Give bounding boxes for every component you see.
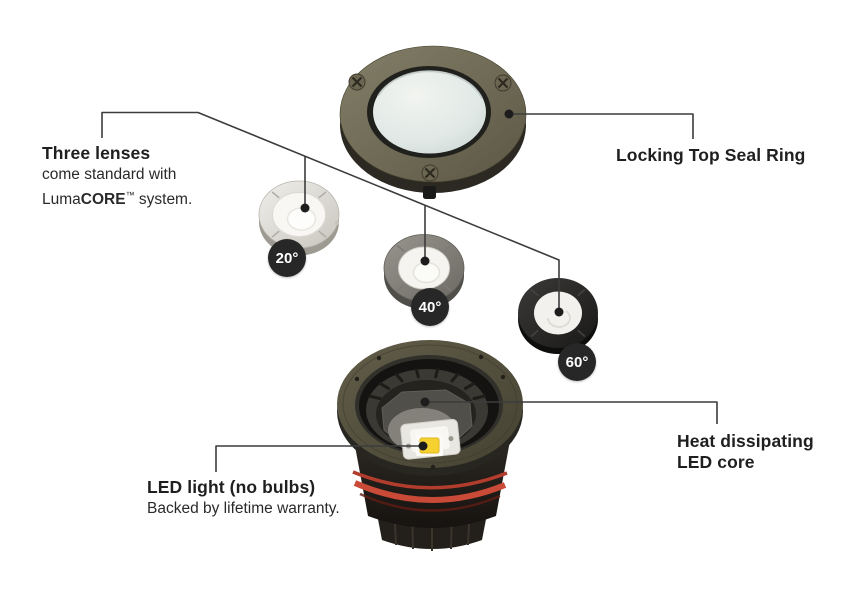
lens-40-badge: 40° xyxy=(411,288,449,326)
fixture-red-band xyxy=(352,470,508,490)
ring-screw-icon xyxy=(348,73,366,91)
ring-screw-icon xyxy=(494,74,512,92)
ring-screw-icon xyxy=(421,164,439,182)
led-chip xyxy=(419,437,440,454)
lens-60-badge: 60° xyxy=(558,343,596,381)
label-three-lenses: Three lenses come standard with LumaCORE… xyxy=(42,143,252,210)
three-lenses-brand: LumaCORE™ system. xyxy=(42,190,193,209)
label-led-light: LED light (no bulbs) Backed by lifetime … xyxy=(147,477,340,517)
three-lenses-title: Three lenses xyxy=(42,143,151,163)
label-locking-ring: Locking Top Seal Ring xyxy=(616,145,806,165)
three-lenses-line1: come standard with xyxy=(42,166,177,183)
seal-ring-illustration xyxy=(339,45,527,199)
lens-20-badge: 20° xyxy=(268,239,306,277)
fixture-body-illustration xyxy=(337,340,523,551)
label-heat-core: Heat dissipating LED core xyxy=(677,431,814,472)
